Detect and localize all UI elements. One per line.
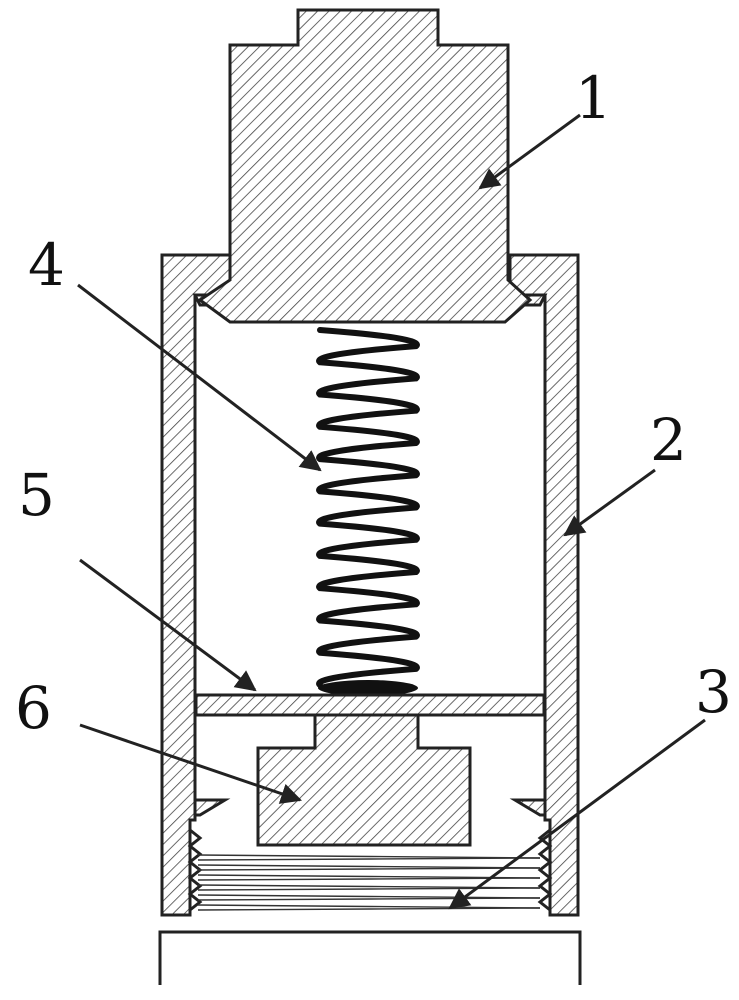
- leader-1: [478, 113, 581, 190]
- leader-3: [448, 718, 706, 910]
- seal-layer: [197, 877, 541, 881]
- leader-2: [563, 468, 656, 537]
- leader-4: [77, 283, 322, 472]
- piston-part-1: [197, 8, 533, 324]
- base-plate: [158, 930, 582, 985]
- seal-layer: [197, 894, 541, 899]
- seal-layer: [197, 864, 541, 869]
- seal-layer: [197, 857, 541, 861]
- seal-layer: [197, 907, 541, 911]
- label-4: 4: [28, 231, 65, 299]
- seal-layer: [197, 887, 541, 891]
- seal-layer: [197, 854, 541, 859]
- label-6: 6: [15, 674, 52, 742]
- seal-part-3: [197, 854, 541, 911]
- label-1: 1: [575, 64, 612, 132]
- label-5: 5: [18, 461, 55, 529]
- leader-6: [79, 723, 302, 804]
- plate-part-5: [194, 693, 546, 717]
- leader-5: [79, 558, 257, 692]
- label-2: 2: [650, 406, 687, 474]
- part-labels: 1 2 3 4 5 6: [15, 64, 732, 742]
- leader-lines: [77, 113, 706, 910]
- seal-layer: [197, 897, 541, 901]
- spring-part-4: [316, 327, 420, 696]
- seal-layer: [197, 884, 541, 889]
- seal-layer: [197, 867, 541, 871]
- stud-part-6: [256, 713, 472, 847]
- label-3: 3: [695, 658, 732, 726]
- seal-layer: [197, 904, 541, 909]
- seal-layer: [197, 874, 541, 879]
